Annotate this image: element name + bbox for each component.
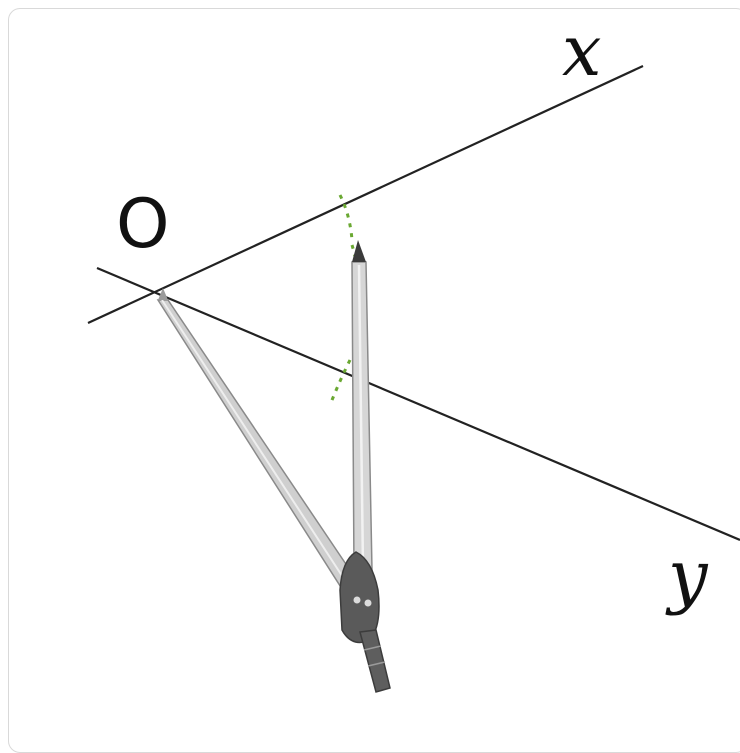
compass-hinge — [339, 551, 380, 644]
compass-left-leg — [156, 299, 362, 593]
ray-oy — [96, 266, 740, 542]
label-origin: O — [116, 185, 170, 264]
ray-ox — [87, 65, 644, 324]
compass-handle — [359, 629, 391, 693]
label-ray-x: x — [562, 10, 601, 92]
arc-mark-on-oy — [328, 359, 352, 406]
compass-icon — [156, 240, 391, 693]
arc-mark-on-ox — [338, 194, 360, 276]
label-ray-y: y — [665, 535, 709, 617]
